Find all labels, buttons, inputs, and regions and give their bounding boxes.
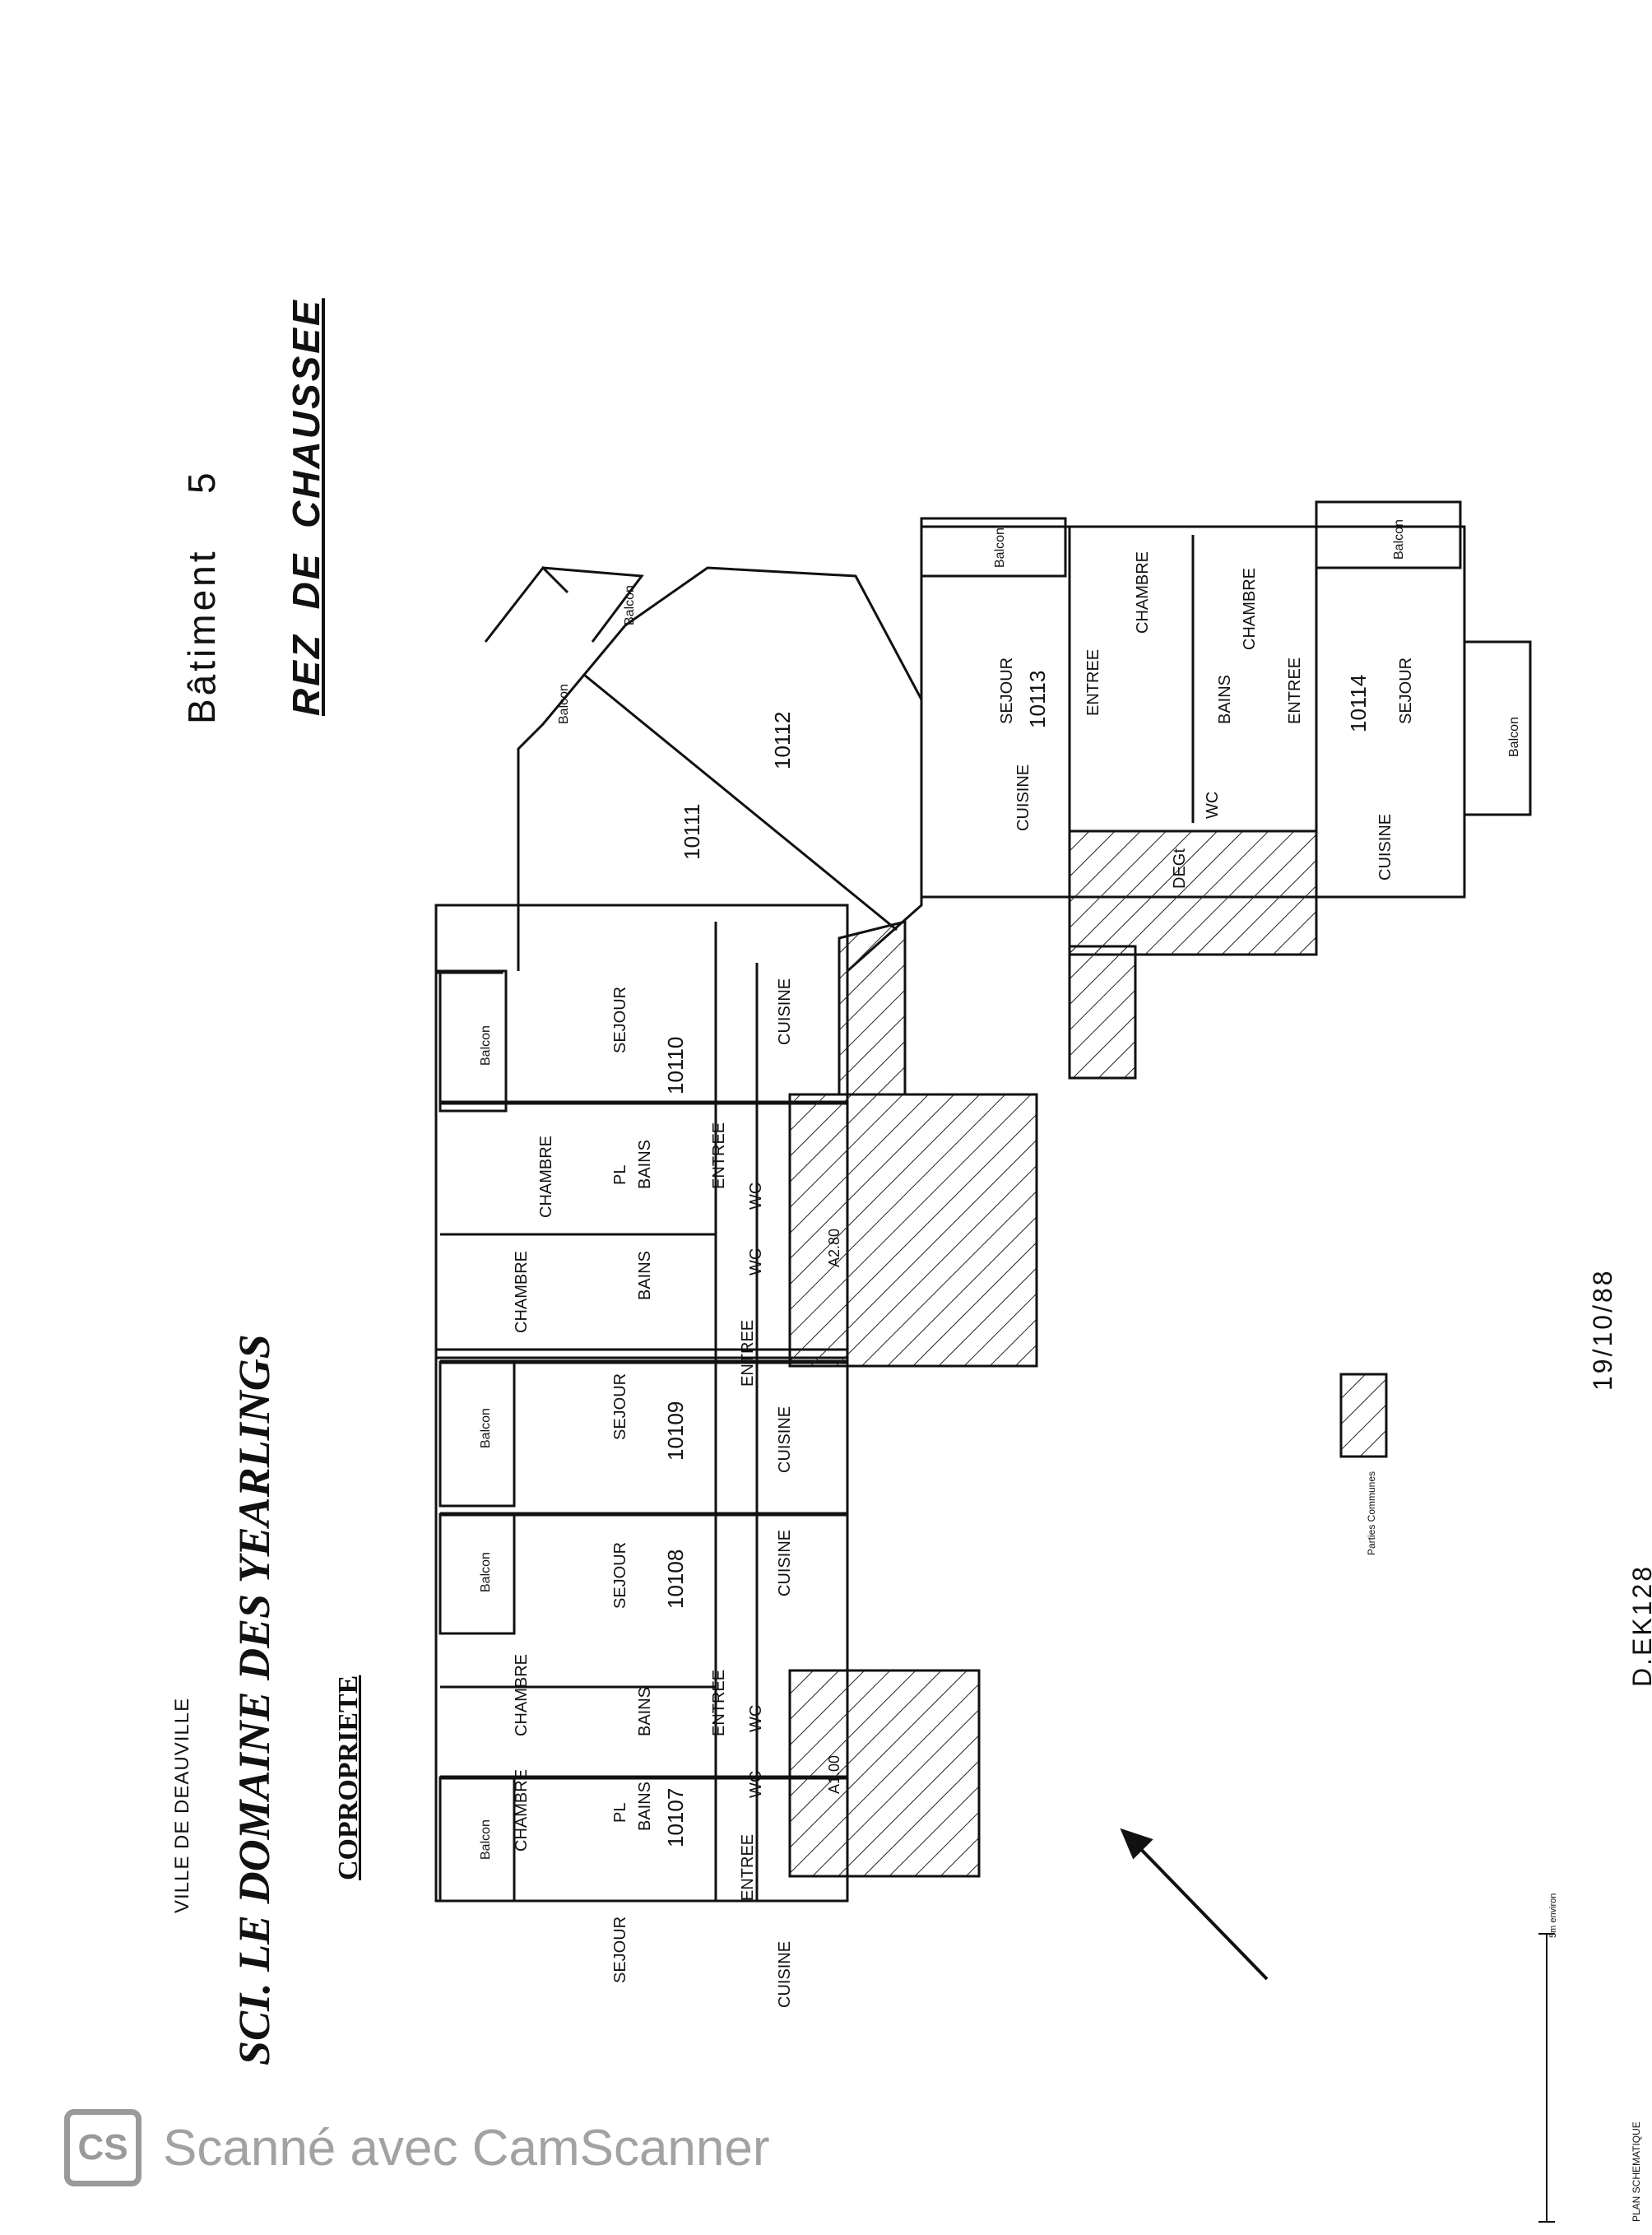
room-entree: ENTREE bbox=[710, 1122, 728, 1189]
plan-walls bbox=[434, 500, 1532, 1903]
room-sejour: SEJOUR bbox=[1397, 657, 1415, 724]
apt-10110: 10110 bbox=[663, 1037, 688, 1094]
stair-levels: A1.00 A2.80 bbox=[826, 1229, 842, 1794]
legend-swatch bbox=[1339, 1373, 1388, 1458]
room-wc: WC bbox=[747, 1248, 765, 1275]
room-sejour: SEJOUR bbox=[611, 987, 629, 1053]
room-entree: ENTREE bbox=[739, 1320, 757, 1387]
common-areas bbox=[788, 829, 1388, 1878]
balcon-label: Balcon bbox=[1507, 717, 1521, 757]
stair-hall-e bbox=[1068, 945, 1137, 1080]
balcony-10108 bbox=[439, 1512, 516, 1635]
room-chambre: CHAMBRE bbox=[513, 1251, 531, 1333]
room-bains: BAINS bbox=[636, 1140, 654, 1189]
stair-hall-a bbox=[788, 1669, 981, 1878]
room-sejour: SEJOUR bbox=[998, 657, 1016, 724]
balcon-label: Balcon bbox=[557, 684, 571, 724]
balcony-10107 bbox=[439, 1776, 516, 1903]
balcon-label: Balcon bbox=[479, 1552, 493, 1592]
room-cuisine: CUISINE bbox=[776, 1941, 794, 2008]
stair-hall-c bbox=[838, 920, 907, 1096]
camscanner-logo-icon: CS bbox=[64, 2109, 142, 2186]
room-bains: BAINS bbox=[636, 1687, 654, 1736]
room-wc: WC bbox=[747, 1705, 765, 1732]
room-cuisine: CUISINE bbox=[776, 1530, 794, 1596]
room-entree: ENTREE bbox=[1084, 649, 1102, 716]
room-bains: BAINS bbox=[636, 1782, 654, 1831]
balcon-label: Balcon bbox=[479, 1408, 493, 1448]
room-sejour: SEJOUR bbox=[611, 1373, 629, 1440]
north-arrow bbox=[1120, 1828, 1269, 1981]
room-chambre: CHAMBRE bbox=[1241, 568, 1259, 650]
room-bains: BAINS bbox=[1216, 675, 1234, 724]
room-wc: WC bbox=[1204, 792, 1222, 819]
apt-10109: 10109 bbox=[663, 1401, 688, 1461]
room-cuisine: CUISINE bbox=[776, 978, 794, 1045]
apartment-labels: 10107 10108 10109 10110 10111 10112 1011… bbox=[663, 671, 1371, 1847]
stair-level: A2.80 bbox=[826, 1229, 842, 1267]
scale-bar bbox=[1538, 1933, 1555, 2223]
room-bains: BAINS bbox=[636, 1251, 654, 1300]
wing-lower bbox=[434, 1348, 849, 1903]
apt-10108: 10108 bbox=[663, 1550, 688, 1609]
stair-level: A1.00 bbox=[826, 1755, 842, 1794]
balcony-10113 bbox=[920, 517, 1067, 578]
room-chambre: CHAMBRE bbox=[537, 1136, 555, 1218]
balcony-10114-side bbox=[1463, 640, 1532, 816]
camscanner-text: Scanné avec CamScanner bbox=[163, 2119, 770, 2177]
room-pl: PL bbox=[611, 1803, 629, 1823]
stair-hall-b bbox=[788, 1093, 1038, 1368]
balcon-label: Balcon bbox=[479, 1819, 493, 1860]
room-cuisine: CUISINE bbox=[1376, 814, 1394, 881]
room-sejour: SEJOUR bbox=[611, 1917, 629, 1983]
balcony-10110 bbox=[439, 969, 508, 1113]
balcony-10114 bbox=[1315, 500, 1462, 569]
room-chambre: CHAMBRE bbox=[1134, 551, 1152, 634]
apt-10114: 10114 bbox=[1346, 675, 1371, 732]
room-cuisine: CUISINE bbox=[1014, 764, 1032, 831]
room-wc: WC bbox=[747, 1183, 765, 1210]
room-cuisine: CUISINE bbox=[776, 1406, 794, 1473]
balcon-label: Balcon bbox=[993, 527, 1007, 568]
room-labels: SEJOUR SEJOUR SEJOUR SEJOUR SEJOUR SEJOU… bbox=[513, 551, 1415, 2008]
apt-10107: 10107 bbox=[663, 1788, 688, 1847]
room-chambre: CHAMBRE bbox=[513, 1769, 531, 1852]
room-wc: WC bbox=[747, 1771, 765, 1798]
room-chambre: CHAMBRE bbox=[513, 1654, 531, 1736]
room-degt: DEGt bbox=[1171, 848, 1189, 889]
balcony-10109 bbox=[439, 1360, 516, 1508]
stair-hall-d bbox=[1068, 829, 1318, 956]
balcon-label: Balcon bbox=[1392, 519, 1406, 560]
apt-10113: 10113 bbox=[1025, 671, 1050, 728]
room-entree: ENTREE bbox=[739, 1834, 757, 1901]
room-entree: ENTREE bbox=[710, 1670, 728, 1736]
apt-10111: 10111 bbox=[680, 804, 704, 860]
balcon-label: Balcon bbox=[479, 1025, 493, 1066]
balcony-labels: Balcon Balcon Balcon Balcon Balcon Balco… bbox=[479, 519, 1521, 1860]
room-sejour: SEJOUR bbox=[611, 1542, 629, 1609]
balcon-label: Balcon bbox=[623, 585, 637, 625]
wing-angled bbox=[517, 566, 923, 973]
apt-10112: 10112 bbox=[770, 712, 795, 769]
room-pl: PL bbox=[611, 1165, 629, 1185]
camscanner-watermark: CS Scanné avec CamScanner bbox=[64, 2109, 770, 2186]
room-entree: ENTREE bbox=[1286, 657, 1304, 724]
